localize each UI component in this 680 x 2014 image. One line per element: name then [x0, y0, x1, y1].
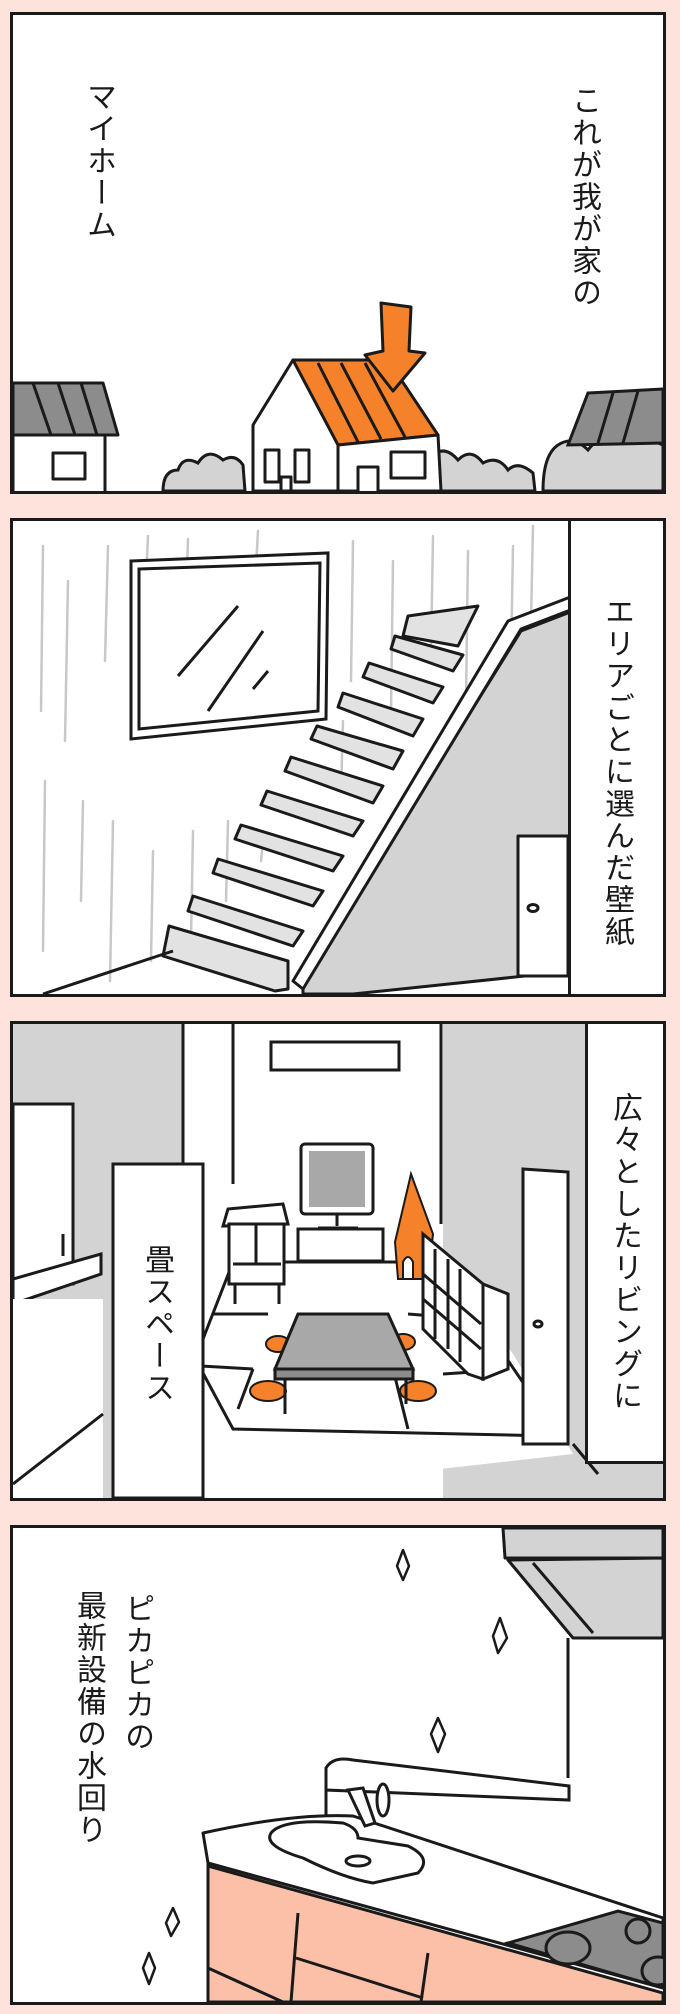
caption-box-wallpaper	[568, 521, 663, 994]
caption-my-home: マイホーム	[81, 81, 116, 241]
house-illustration	[13, 301, 663, 491]
sink	[268, 1782, 426, 1885]
wall-mirror	[129, 551, 330, 741]
left-neighbor-house	[13, 381, 120, 491]
right-neighbor-house	[565, 387, 663, 447]
sparkle-icon	[395, 1548, 411, 1582]
caption-wallpaper-by-area: エリアごとに選んだ壁紙	[599, 596, 634, 948]
sparkle-icon	[429, 1716, 447, 1754]
caption-box-living	[585, 1024, 663, 1464]
ceiling-light	[269, 1040, 401, 1072]
stair-wall	[291, 594, 575, 994]
main-house	[251, 358, 443, 491]
stovetop	[502, 1909, 663, 1990]
living-room-illustration	[13, 1024, 663, 1498]
sparkle-icon	[491, 1616, 509, 1655]
cubby-shelf	[421, 1230, 510, 1382]
low-table	[272, 1312, 416, 1414]
caption-spacious-living: 広々としたリビングに	[607, 1092, 642, 1412]
panel-1-house: これが我が家の マイホーム	[10, 12, 666, 494]
sparkle-icon	[141, 1951, 157, 1986]
door	[521, 1167, 570, 1446]
caption-latest-plumbing: 最新設備の水回り	[71, 1590, 106, 1846]
panel-4-kitchen: ピカピカの 最新設備の水回り	[10, 1525, 666, 2005]
caption-shiny: ピカピカの	[119, 1593, 154, 1753]
sparkle-icon	[164, 1906, 181, 1938]
kitchen-illustration	[141, 1528, 663, 2002]
left-cabinet	[13, 1102, 104, 1498]
caption-tatami-space: 畳スペース	[139, 1244, 174, 1404]
tv	[296, 1142, 385, 1263]
stairs	[161, 604, 480, 993]
range-hood	[501, 1528, 663, 1778]
bushes	[161, 435, 663, 491]
cushions	[249, 1333, 437, 1402]
sparkle-icons	[141, 1548, 509, 1986]
panel-2-staircase: エリアごとに選んだ壁紙	[10, 518, 666, 997]
panel-3-living-room: 広々としたリビングに 畳スペース	[10, 1021, 666, 1501]
caption-this-is-our-home: これが我が家の	[566, 85, 601, 309]
dresser	[220, 1202, 290, 1304]
staircase-illustration	[39, 524, 575, 994]
arrow-down-icon	[363, 301, 427, 393]
